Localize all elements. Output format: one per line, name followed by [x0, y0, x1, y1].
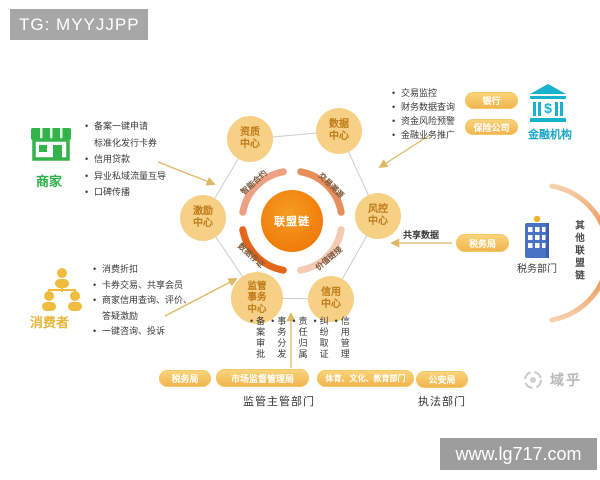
- list-item: 备案一键申请: [84, 118, 166, 135]
- list-item: 消费折扣: [92, 262, 192, 278]
- consumer-arrow: [164, 278, 238, 317]
- other-chain-arc: [549, 183, 600, 323]
- list-item: 标准化发行卡券: [94, 137, 158, 148]
- list-item: 纠纷取证: [313, 316, 329, 370]
- node-credit-center: 信用中心: [308, 276, 354, 322]
- footer-url: www.lg717.com: [440, 438, 597, 470]
- node-qualification-label: 资质中心: [240, 127, 260, 150]
- share-data-label: 共享数据: [403, 230, 440, 240]
- list-item: 异业私域流量互导: [84, 168, 166, 185]
- list-item: 资金风险预警: [391, 114, 455, 128]
- tax-building-icon: [525, 215, 549, 258]
- merchant-benefits-list: 备案一键申请 标准化发行卡券 信用贷款 异业私域流量互导 口碑传播: [84, 118, 166, 201]
- bank-icon: $: [530, 84, 566, 122]
- dept-market-supervision-badge: 市场监督管理局: [216, 369, 309, 387]
- promo-banner: TG: MYYJJPP: [10, 9, 148, 40]
- finance-benefits-list: 交易监控 财务数据查询 资金风险预警 金融业务推广: [391, 86, 455, 142]
- node-credit-label: 信用中心: [321, 287, 341, 310]
- store-icon: [31, 128, 71, 161]
- consumer-benefits-list: 消费折扣 卡券交易、共享会员 商家信用查询、评价、 答疑激励 一键咨询、投诉: [92, 262, 192, 340]
- node-risk-label: 风控中心: [368, 204, 388, 227]
- merchant-label: 商家: [36, 174, 63, 189]
- node-incentive-center: 激励中心: [180, 195, 226, 241]
- list-item: 信用管理: [335, 316, 351, 370]
- watermark-logo-icon: [524, 371, 542, 389]
- node-qualification-center: 资质中心: [227, 116, 273, 162]
- list-item: 卡券交易、共享会员: [92, 278, 192, 294]
- node-data-center: 数据中心: [316, 108, 362, 154]
- other-chain-label: 其他联盟链: [573, 220, 584, 283]
- node-incentive-label: 激励中心: [193, 206, 213, 229]
- regulation-items: 备案审批 事务分发 责任归属 纠纷取证 信用管理: [250, 316, 351, 370]
- dept-tax-bureau-badge: 税务局: [159, 370, 211, 387]
- consumers-icon: [42, 268, 82, 311]
- list-item: 备案审批: [250, 316, 266, 370]
- consumer-label: 消费者: [30, 315, 70, 330]
- dollar-symbol: $: [544, 100, 552, 116]
- list-item: 责任归属: [292, 316, 308, 370]
- regulation-item-label: 信用管理: [339, 316, 350, 360]
- list-item: 交易监控: [391, 86, 455, 100]
- list-item: 事务分发: [271, 316, 287, 370]
- alliance-chain-label: 联盟链: [274, 216, 310, 228]
- merchant-arrow: [157, 161, 216, 186]
- regulation-item-label: 备案审批: [255, 316, 266, 360]
- tax-department-label: 税务部门: [517, 264, 557, 275]
- regulation-item-label: 纠纷取证: [318, 316, 329, 360]
- list-item: 商家信用查询、评价、: [92, 293, 192, 309]
- dept-police-badge: 公安局: [416, 371, 468, 388]
- insurance-badge: 保险公司: [465, 119, 518, 135]
- node-risk-center: 风控中心: [355, 193, 401, 239]
- node-supervision-label: 监管事务中心: [247, 280, 267, 315]
- dept-culture-education-badge: 体育、文化、教育部门: [317, 370, 414, 387]
- list-item: 金融业务推广: [391, 128, 455, 142]
- node-data-label: 数据中心: [329, 119, 349, 142]
- regulation-item-label: 事务分发: [276, 316, 287, 360]
- ring-segment-bottom-left: [239, 226, 287, 274]
- finance-label: 金融机构: [528, 129, 572, 141]
- tax-bureau-badge: 税务局: [456, 234, 509, 252]
- alliance-chain-center: 联盟链: [261, 190, 323, 252]
- supervisor-caption: 监管主管部门: [243, 396, 315, 408]
- list-item: 财务数据查询: [391, 100, 455, 114]
- ring-segment-top-right: [297, 168, 345, 216]
- list-item: 答疑激励: [102, 310, 139, 321]
- ring-segment-bottom-right: [297, 226, 345, 274]
- regulation-item-label: 责任归属: [297, 316, 308, 360]
- watermark-text: 域乎: [550, 372, 582, 388]
- ring-segment-top-left: [239, 168, 287, 216]
- list-item: 信用贷款: [84, 151, 166, 168]
- enforcement-caption: 执法部门: [418, 396, 466, 408]
- list-item: 口碑传播: [84, 184, 166, 201]
- bank-badge: 银行: [465, 92, 518, 109]
- list-item: 一键咨询、投诉: [92, 324, 192, 340]
